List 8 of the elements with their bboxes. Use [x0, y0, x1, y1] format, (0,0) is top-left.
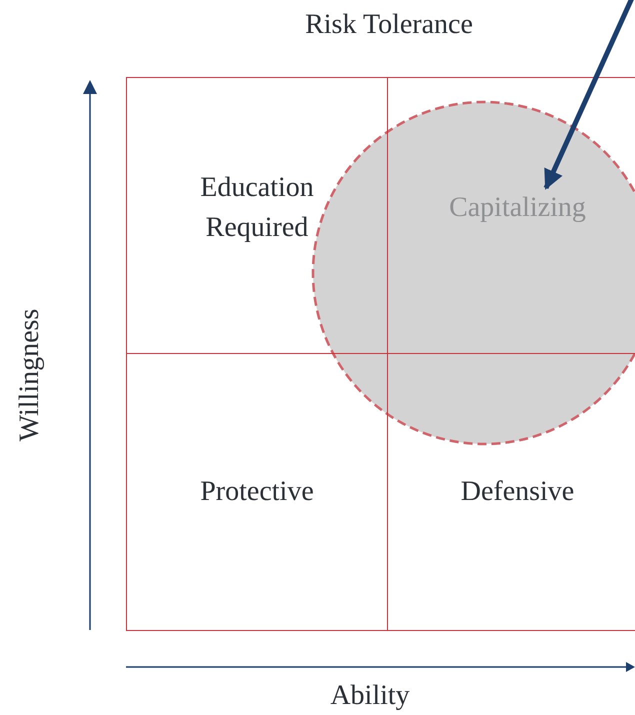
arrow	[544, 0, 634, 190]
quadrant-label: Capitalizing	[449, 190, 586, 224]
axis-label: Willingness	[14, 308, 46, 442]
quadrant-label: Protective	[200, 475, 314, 509]
title: Risk Tolerance	[304, 9, 474, 41]
quadrant-label: Defensive	[460, 475, 574, 509]
quadrant-label: Education Required	[199, 170, 315, 244]
axis-label: Ability	[330, 680, 410, 712]
